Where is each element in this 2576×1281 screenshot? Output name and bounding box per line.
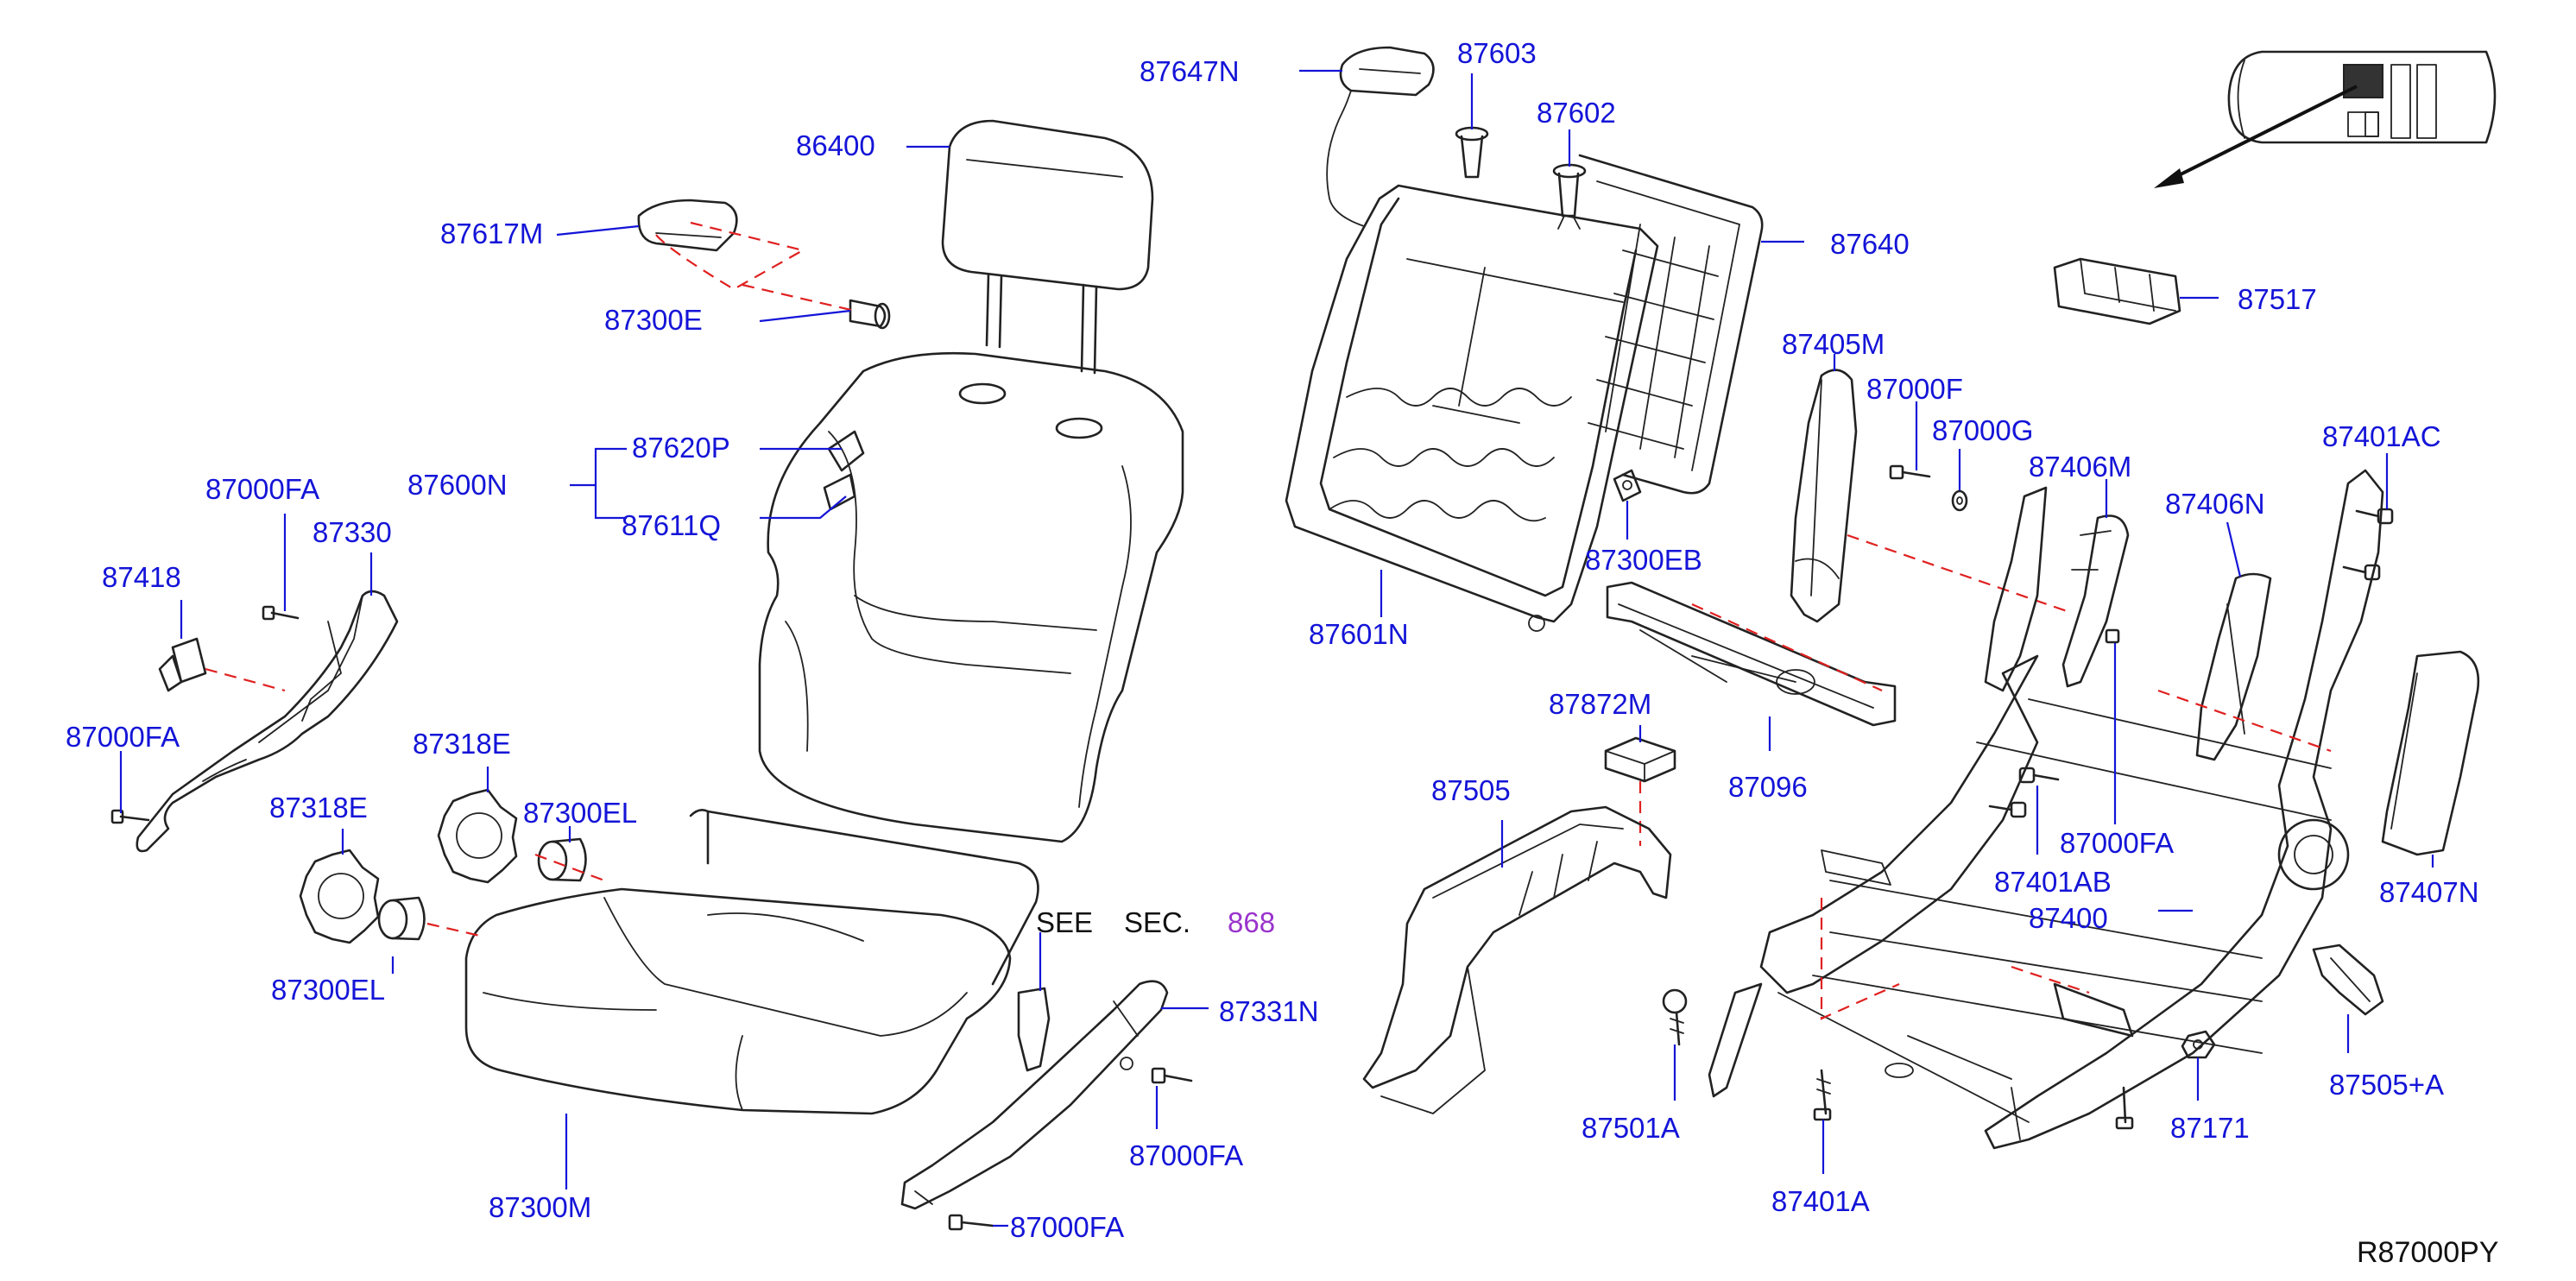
bolt-87000fa-e — [2105, 628, 2120, 644]
frame-87400 — [1708, 469, 2384, 1150]
knob-87318e-b — [299, 849, 380, 944]
seatback-87600n — [758, 351, 1184, 843]
part-label-87401ab[interactable]: 87401AB — [1994, 866, 2112, 898]
part-label-87000fa-4[interactable]: 87000FA — [1010, 1211, 1125, 1243]
part-label-87401a[interactable]: 87401A — [1771, 1185, 1870, 1217]
pad-87872m — [1604, 736, 1676, 783]
part-label-87405m[interactable]: 87405M — [1782, 328, 1885, 360]
part-label-87300e[interactable]: 87300E — [604, 304, 703, 336]
part-label-87300eb[interactable]: 87300EB — [1585, 544, 1702, 576]
finisher-87331n — [900, 980, 1169, 1210]
cap-87300el-b — [377, 896, 426, 941]
headrest-guide-87602 — [1552, 163, 1587, 230]
part-label-87330[interactable]: 87330 — [313, 516, 392, 548]
knob-87318e-a — [437, 788, 518, 884]
screw-87000fa-d — [948, 1214, 994, 1231]
clip-87300e — [849, 299, 891, 330]
part-label-87517[interactable]: 87517 — [2238, 283, 2317, 315]
part-label-87000fa-3[interactable]: 87000FA — [1129, 1139, 1244, 1171]
trim-cover-87617m — [637, 199, 805, 291]
part-label-87171[interactable]: 87171 — [2170, 1112, 2250, 1144]
part-label-87000f[interactable]: 87000F — [1866, 373, 1963, 405]
part-label-87872m[interactable]: 87872M — [1549, 688, 1652, 720]
bracket-87406n — [2195, 572, 2272, 761]
part-label-87331n[interactable]: 87331N — [1219, 995, 1319, 1027]
part-label-87418[interactable]: 87418 — [102, 561, 181, 593]
part-label-87603[interactable]: 87603 — [1457, 37, 1537, 69]
part-label-87096[interactable]: 87096 — [1728, 771, 1808, 803]
frame-87601n — [1285, 184, 1659, 632]
bolt-87401a-right — [2115, 1086, 2134, 1130]
handle-87647n — [1326, 46, 1435, 227]
bolt-87401ac — [2342, 508, 2394, 581]
cap-87300el-a — [537, 837, 587, 882]
part-label-87000fa-1[interactable]: 87000FA — [205, 473, 320, 505]
part-label-87318e-2[interactable]: 87318E — [269, 792, 368, 824]
clip-87300eb — [1613, 469, 1642, 502]
bezel-87620p — [823, 430, 865, 511]
screw-87000fa-b — [110, 809, 150, 824]
part-label-87600n[interactable]: 87600N — [407, 469, 508, 501]
rail-87096 — [1606, 581, 1897, 727]
washer-87000g — [1951, 489, 1968, 512]
part-label-87000g[interactable]: 87000G — [1932, 414, 2034, 446]
screw-87000fa-c — [1151, 1067, 1193, 1084]
bolt-87401a — [1813, 1069, 1832, 1121]
part-label-87617m[interactable]: 87617M — [440, 218, 544, 249]
part-label-87640[interactable]: 87640 — [1830, 228, 1910, 260]
bolt-87501a — [1662, 988, 1688, 1046]
part-label-87318e-1[interactable]: 87318E — [413, 728, 511, 760]
part-label-87647n[interactable]: 87647N — [1140, 55, 1240, 87]
bracket-87517 — [2053, 257, 2181, 325]
part-label-87406n[interactable]: 87406N — [2165, 488, 2265, 520]
part-label-87407n[interactable]: 87407N — [2379, 876, 2479, 908]
part-label-87601n[interactable]: 87601N — [1309, 618, 1409, 650]
bracket-87406m — [1984, 486, 2130, 692]
part-label-87300m[interactable]: 87300M — [489, 1191, 592, 1223]
part-label-87000fa-5[interactable]: 87000FA — [2060, 827, 2175, 859]
cover-87505a — [2312, 943, 2384, 1016]
buckle-see-868 — [1017, 987, 1051, 1072]
part-label-87620p[interactable]: 87620P — [632, 432, 730, 464]
part-label-87406m[interactable]: 87406M — [2029, 451, 2132, 483]
side-cover-87330 — [136, 590, 399, 853]
headrest-guide-87603 — [1455, 126, 1489, 179]
vehicle-inset — [2154, 50, 2497, 188]
cover-87505 — [1362, 805, 1672, 1114]
diagram-code: R87000PY — [2357, 1236, 2499, 1269]
screw-87000fa-a — [262, 605, 300, 621]
cushion-87300m — [464, 809, 1039, 1115]
section-link-868[interactable]: 868 — [1228, 906, 1276, 938]
headrest-86400 — [941, 119, 1154, 375]
side-cover-87405m — [1790, 369, 1858, 623]
part-label-87401ac[interactable]: 87401AC — [2322, 420, 2441, 452]
part-label-87300el-1[interactable]: 87300EL — [523, 797, 638, 829]
part-label-87400[interactable]: 87400 — [2029, 902, 2108, 934]
leader-lines — [119, 69, 2434, 1227]
part-label-87505[interactable]: 87505 — [1431, 774, 1511, 806]
part-label-87505a[interactable]: 87505+A — [2329, 1069, 2445, 1101]
cover-87418 — [158, 637, 207, 692]
back-board-87640 — [1578, 154, 1764, 495]
part-label-87602[interactable]: 87602 — [1537, 97, 1616, 129]
part-label-86400[interactable]: 86400 — [796, 129, 875, 161]
sec-text: SEC. — [1124, 906, 1191, 938]
part-label-87611q[interactable]: 87611Q — [622, 509, 721, 541]
see-text: SEE — [1036, 906, 1094, 938]
cover-87407n — [2381, 650, 2480, 856]
nut-87171 — [2181, 1030, 2216, 1059]
bolt-87401ab — [1988, 767, 2060, 818]
part-label-87300el-2[interactable]: 87300EL — [271, 974, 386, 1006]
bolt-87000f — [1889, 464, 1931, 480]
part-label-87000fa-2[interactable]: 87000FA — [66, 721, 180, 753]
part-label-87501a[interactable]: 87501A — [1582, 1112, 1680, 1144]
